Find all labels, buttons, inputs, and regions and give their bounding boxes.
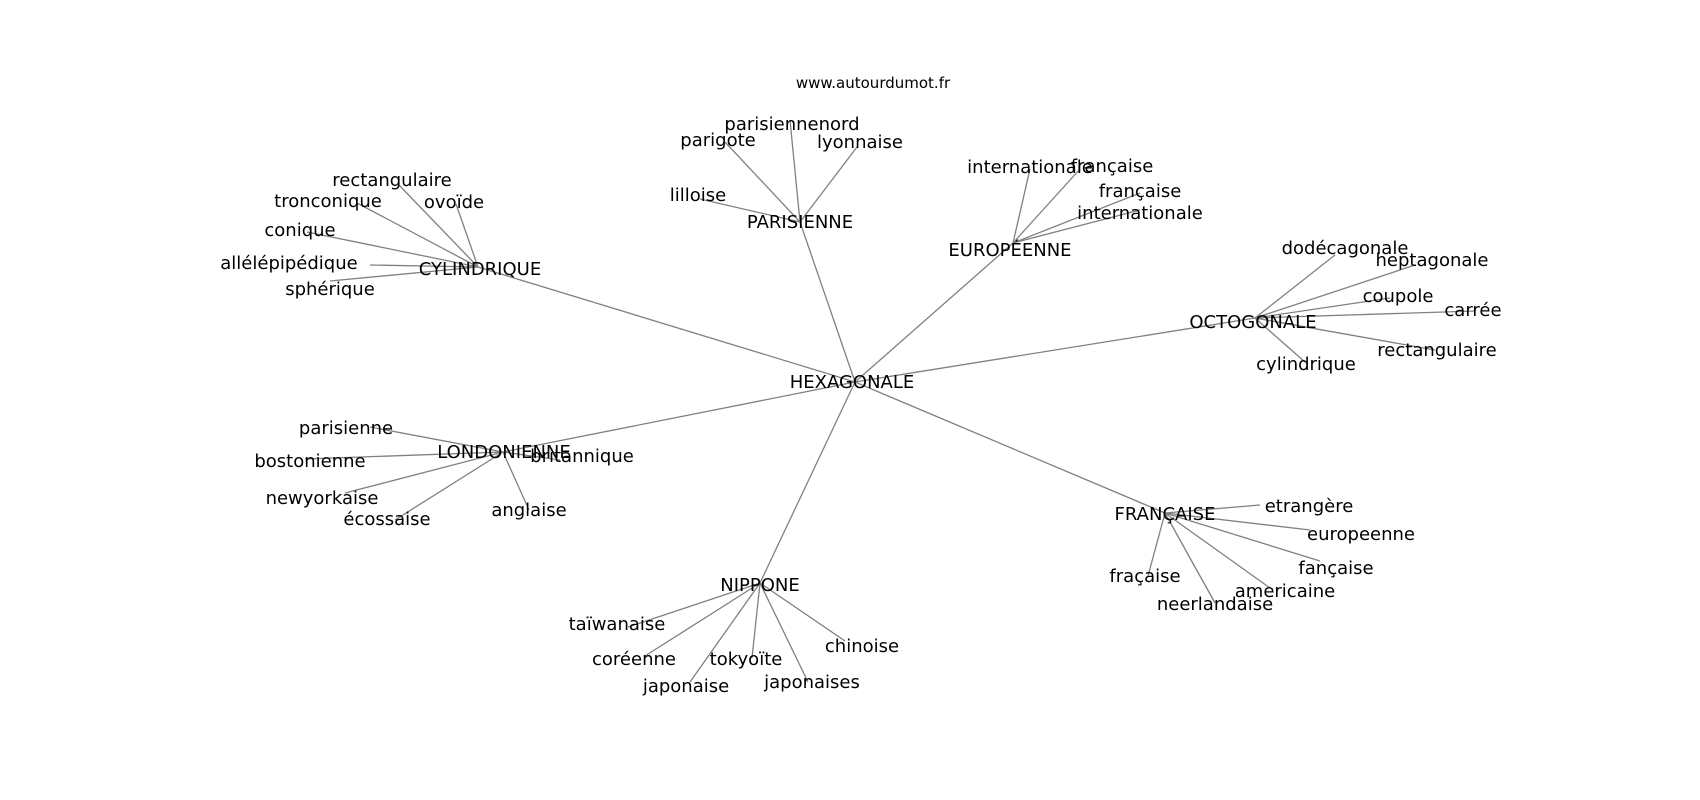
leaf-node-label: parisiennenord — [724, 114, 859, 135]
leaf-edge — [306, 231, 479, 268]
leaf-edge — [1254, 297, 1391, 319]
leaf-edge — [455, 203, 479, 268]
hub-edge — [502, 381, 856, 453]
hub-node-label: NIPPONE — [720, 575, 800, 596]
leaf-node-label: coupole — [1363, 286, 1434, 307]
leaf-node-label: heptagonale — [1376, 250, 1489, 271]
leaf-node-label: neerlandaise — [1157, 594, 1273, 615]
leaf-node-label: rectangulaire — [1377, 340, 1496, 361]
leaf-edge — [1254, 254, 1336, 319]
leaf-edge — [1164, 512, 1271, 589]
hub-edge — [759, 381, 856, 584]
leaf-edge — [627, 582, 761, 628]
leaf-node-label: écossaise — [343, 509, 430, 530]
leaf-node-label: carrée — [1444, 300, 1501, 321]
leaf-edge — [502, 451, 561, 461]
leaf-node-label: anglaise — [491, 500, 566, 521]
leaf-edge — [304, 451, 504, 460]
leaf-node-label: lilloise — [670, 185, 726, 206]
leaf-edge — [689, 582, 761, 683]
leaf-node-label: fraçaise — [1109, 566, 1180, 587]
hub-edge — [854, 242, 1014, 383]
leaf-node-label: conique — [264, 220, 335, 241]
leaf-edge — [751, 582, 761, 659]
leaf-edge — [1254, 310, 1476, 319]
leaf-edge — [724, 141, 801, 223]
leaf-node-label: ovoïde — [424, 192, 484, 213]
leaf-edge — [1164, 512, 1321, 562]
leaf-edge — [759, 582, 846, 642]
hub-edge — [477, 266, 856, 383]
leaf-edge — [1254, 317, 1436, 351]
leaf-node-label: taïwanaise — [569, 614, 666, 635]
leaf-node-label: japonaise — [642, 676, 729, 697]
site-label: www.autourdumot.fr — [796, 74, 951, 92]
leaf-edge — [759, 582, 809, 683]
hub-node-label: CYLINDRIQUE — [419, 259, 541, 280]
leaf-edge — [1164, 504, 1261, 514]
leaf-edge — [699, 198, 801, 223]
edges — [304, 119, 1476, 683]
hub-node-label: EUROPÉENNE — [948, 239, 1071, 261]
leaf-edge — [356, 202, 479, 268]
leaf-edge — [369, 426, 504, 453]
leaf-edge — [1012, 168, 1081, 244]
center-node-label: HEXAGONALE — [790, 372, 915, 393]
hub-node-label: FRANÇAISE — [1115, 504, 1216, 525]
leaf-node-label: japonaises — [763, 672, 860, 693]
leaf-node-label: lyonnaise — [817, 132, 903, 153]
leaf-node-label: parisienne — [299, 418, 393, 439]
leaf-node-label: tronconique — [274, 191, 382, 212]
leaf-edge — [1012, 192, 1141, 244]
leaf-node-label: cylindrique — [1256, 354, 1356, 375]
leaf-edge — [799, 146, 858, 223]
leaf-node-label: allélépipédique — [220, 253, 357, 274]
leaf-edge — [1147, 512, 1166, 577]
leaf-node-label: bostonienne — [254, 451, 365, 472]
leaf-node-label: tokyoïte — [710, 649, 783, 670]
leaf-node-label: parigote — [680, 130, 755, 151]
leaf-edge — [644, 582, 761, 657]
leaf-node-label: europeenne — [1307, 524, 1415, 545]
leaf-edge — [329, 266, 479, 282]
leaf-node-label: internationale — [1077, 203, 1203, 224]
leaf-node-label: americaine — [1235, 581, 1335, 602]
leaf-node-label: britannique — [530, 446, 634, 467]
leaf-node-label: dodécagonale — [1282, 238, 1409, 259]
hub-node-label: LONDONIENNE — [437, 442, 571, 463]
leaf-node-label: coréenne — [592, 649, 676, 670]
leaf-edge — [502, 451, 530, 511]
hub-node-label: OCTOGONALE — [1189, 312, 1316, 333]
leaf-node-label: newyorkaise — [266, 488, 379, 509]
leaf-edge — [1012, 168, 1031, 244]
leaf-edge — [1254, 317, 1306, 363]
leaf-edge — [394, 451, 504, 521]
leaf-edge — [397, 183, 479, 268]
leaf-node-label: internationale — [967, 157, 1093, 178]
leaf-edge — [369, 264, 479, 268]
leaf-edge — [1012, 209, 1141, 244]
hub-edge — [854, 381, 1166, 514]
hub-edge — [799, 221, 856, 383]
leaf-edge — [1254, 264, 1416, 319]
leaf-node-label: rectangulaire — [332, 170, 451, 191]
leaf-node-label: etrangère — [1265, 496, 1354, 517]
leaf-edge — [1164, 512, 1216, 604]
leaf-node-label: française — [1099, 181, 1182, 202]
leaf-node-label: chinoise — [825, 636, 899, 657]
leaf-node-label: sphérique — [285, 279, 375, 300]
hub-node-label: PARISIENNE — [747, 212, 853, 233]
leaf-edge — [789, 119, 801, 223]
leaf-node-label: française — [1071, 156, 1154, 177]
hub-edge — [854, 317, 1256, 383]
leaf-edge — [1164, 512, 1311, 531]
leaf-edge — [344, 451, 504, 494]
leaf-node-label: fançaise — [1298, 558, 1373, 579]
nodes: HEXAGONALE PARISIENNE parisiennenordparigo… — [220, 114, 1501, 697]
